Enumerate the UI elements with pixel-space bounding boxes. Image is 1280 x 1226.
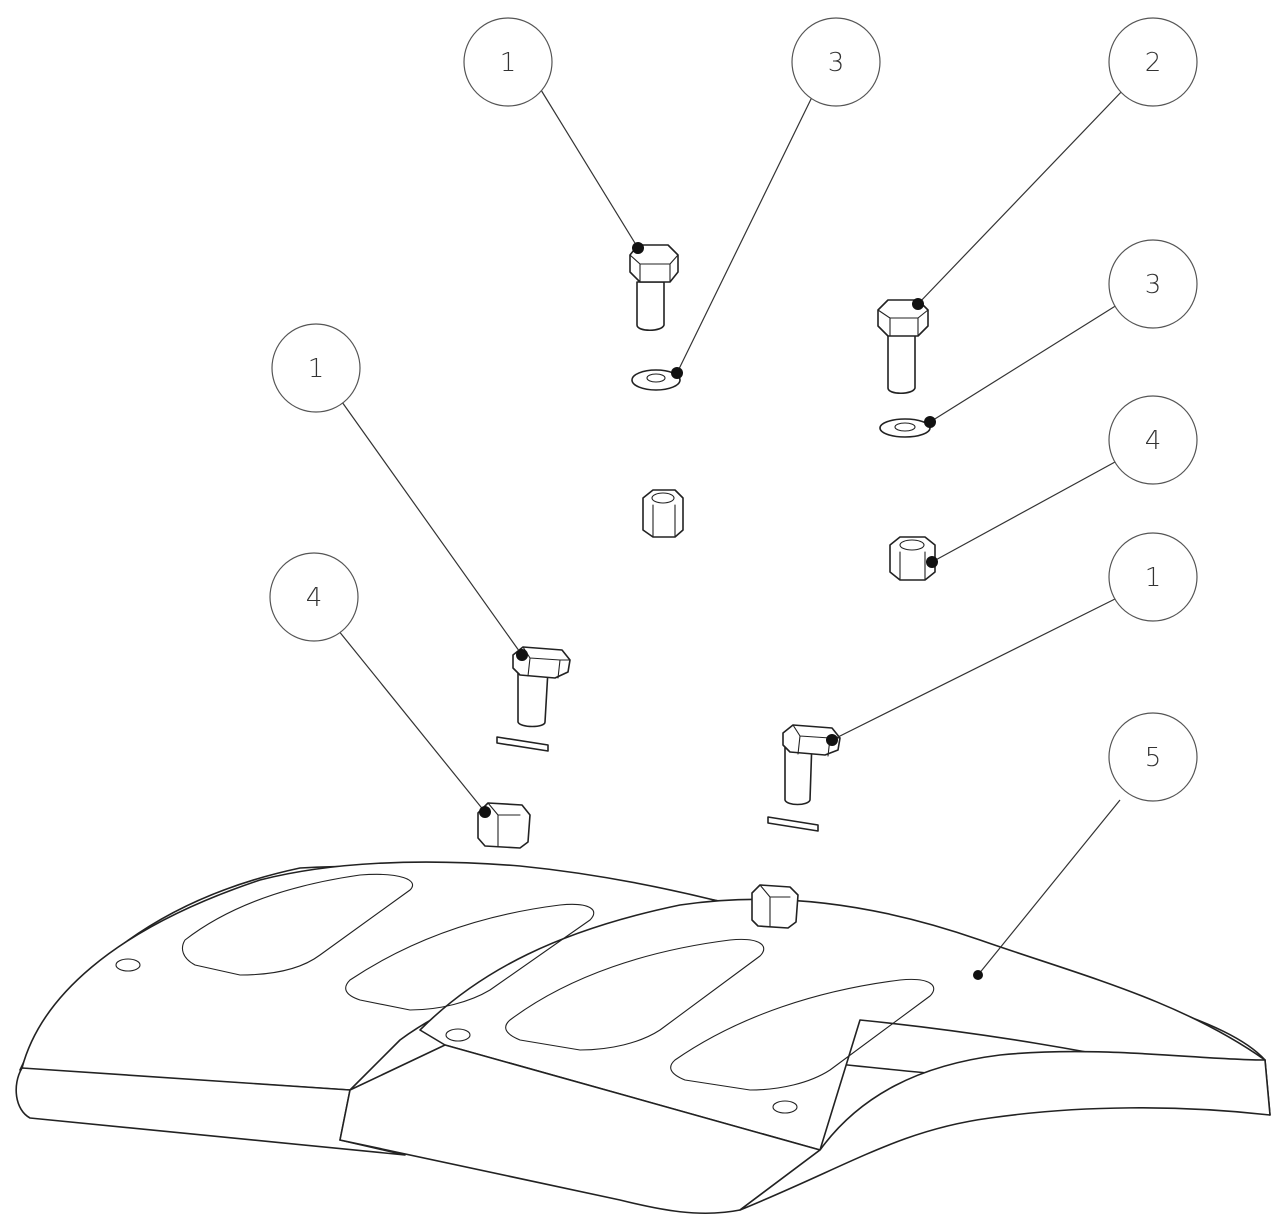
balloon-label: 4 [306,583,323,613]
bolt-center [767,724,841,832]
balloon-4-right: 4 [1108,395,1198,485]
slot-left-2 [345,903,595,1011]
balloon-label: 1 [1145,563,1162,593]
balloon-2: 2 [1108,17,1198,107]
nut-top [642,489,684,538]
washer-top [631,369,681,391]
balloon-1-left: 1 [271,323,361,413]
balloon-5: 5 [1108,712,1198,802]
guard-plate [15,861,1271,1215]
slot-right-1 [505,938,765,1051]
bolt-top [629,244,679,332]
washer-right [879,418,931,438]
balloon-label: 3 [828,48,845,78]
bolt-left [496,646,571,752]
nut-center [751,884,799,929]
balloon-label: 1 [500,48,517,78]
leader-dots [479,242,983,980]
leader-lines [337,87,1126,976]
slot-left-1 [181,873,413,976]
balloon-3-top: 3 [791,17,881,107]
balloon-label: 4 [1145,426,1162,456]
mounting-hole [115,958,141,972]
nut-left [477,802,531,849]
balloon-1-center: 1 [1108,532,1198,622]
balloon-label: 5 [1145,743,1162,773]
mounting-hole [772,1100,798,1114]
balloon-label: 1 [308,354,325,384]
balloon-4-left: 4 [269,552,359,642]
balloon-label: 2 [1145,48,1162,78]
balloon-label: 3 [1145,270,1162,300]
mounting-hole [445,1028,471,1042]
slot-right-2 [670,978,935,1091]
balloon-3-right: 3 [1108,239,1198,329]
balloon-1-top: 1 [463,17,553,107]
nut-right [889,536,936,581]
bolt-right [877,299,929,395]
